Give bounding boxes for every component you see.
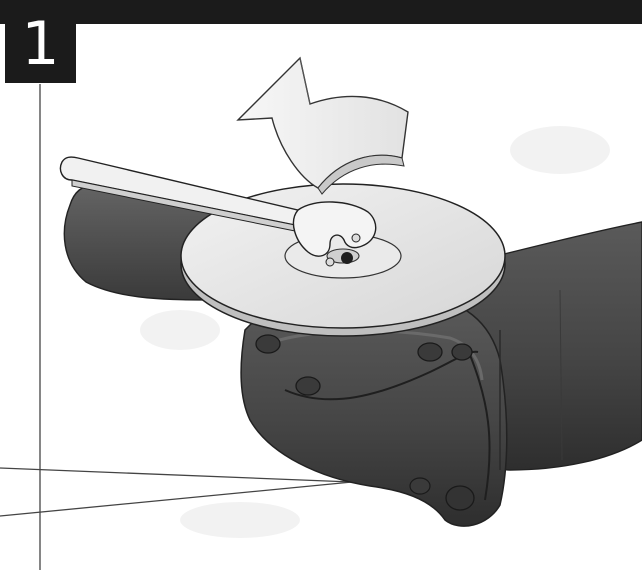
spanner-wrench-icon bbox=[59, 156, 377, 267]
step-number: 1 bbox=[21, 9, 60, 79]
leader-line-lower bbox=[0, 481, 353, 517]
step-number-badge: 1 bbox=[5, 5, 76, 83]
rotation-arrow-icon bbox=[236, 56, 409, 195]
step-header-bar bbox=[0, 0, 642, 24]
background-texture bbox=[140, 126, 610, 538]
leader-line-upper bbox=[0, 467, 353, 483]
leader-lines bbox=[0, 84, 353, 570]
